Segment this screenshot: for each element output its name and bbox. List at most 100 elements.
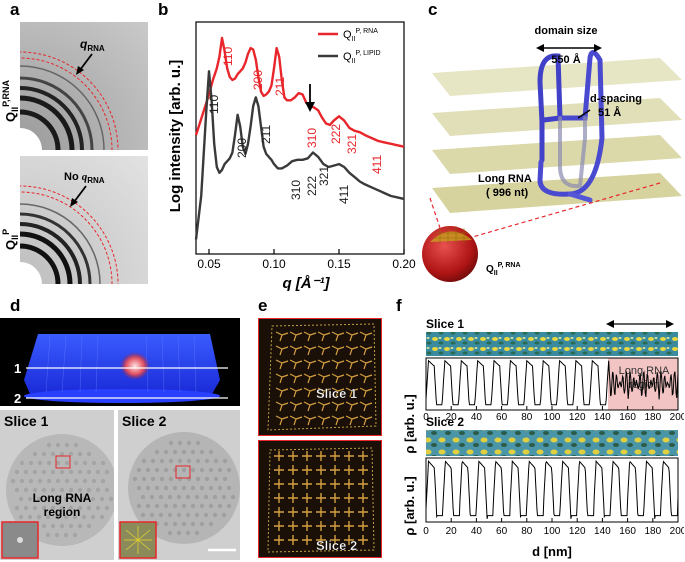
f-xlabel: d [nm]	[532, 544, 572, 559]
lattice-dot	[150, 476, 156, 482]
lattice-dot	[199, 467, 205, 473]
lattice-dot	[36, 496, 42, 502]
lattice-dot	[172, 467, 178, 473]
lattice-strut	[359, 345, 373, 356]
lattice-strut	[358, 507, 368, 517]
lattice-dot	[172, 503, 178, 509]
lattice-dot	[77, 451, 83, 457]
lattice-dot	[132, 476, 138, 482]
lattice-dot	[68, 523, 74, 529]
lattice-dot	[186, 440, 192, 446]
f-slice2-label: Slice 2	[426, 415, 464, 429]
panel-a: QIIP,RNA QIIP qRNA	[0, 22, 150, 292]
domain-size-label: domain size	[535, 25, 598, 37]
f-x-tick-label-0: 0	[423, 526, 429, 537]
x-tick-label-1: 0.10	[262, 257, 286, 271]
lattice-dot	[195, 458, 201, 464]
lattice-dot	[108, 496, 114, 502]
lattice-strut	[345, 345, 359, 356]
f-slice1-texture	[426, 332, 678, 356]
lattice-dot	[46, 442, 52, 448]
lattice-dot	[199, 503, 205, 509]
lattice-dot	[18, 514, 24, 520]
lattice-dot	[136, 485, 142, 491]
lattice-dot	[73, 460, 79, 466]
a-top-qrna: qRNA	[80, 37, 105, 53]
lattice-dot	[100, 460, 106, 466]
d-region-line1: Long RNA	[33, 491, 92, 505]
lattice-strut	[331, 359, 345, 370]
lattice-dot	[221, 494, 227, 500]
lattice-dot	[41, 523, 47, 529]
lattice-strut	[303, 373, 317, 384]
lattice-strut	[344, 465, 354, 475]
lattice-dot	[217, 485, 223, 491]
black-peak-labels: 110 200 211 310 222 321 411	[207, 95, 351, 204]
lattice-dot	[10, 478, 16, 484]
lattice-dot	[163, 467, 169, 473]
e-slice2-label: Slice 2	[316, 538, 357, 553]
lattice-strut	[359, 331, 373, 342]
lattice-dot	[199, 521, 205, 527]
lattice-dot	[208, 521, 214, 527]
lattice-dot	[154, 467, 160, 473]
lattice-dot	[163, 485, 169, 491]
lattice-dot	[59, 505, 65, 511]
lattice-strut	[274, 465, 284, 475]
lattice-dot	[172, 521, 178, 527]
lattice-dot	[45, 496, 51, 502]
lattice-dot	[90, 496, 96, 502]
f-x-tick-label-top-0: 0	[423, 412, 429, 423]
lattice-strut	[303, 387, 317, 398]
f-x-tick-label-top-1: 20	[446, 412, 458, 423]
f-ylabel-2: ρ [arb. u.]	[402, 476, 417, 535]
panel-label-b: b	[158, 0, 169, 19]
series-line-1	[194, 70, 405, 240]
panel-a-ylabels: QIIP,RNA QIIP	[1, 80, 20, 250]
lattice-dot	[136, 503, 142, 509]
lattice-dot	[23, 487, 29, 493]
black-peak-321: 321	[317, 166, 331, 186]
lattice-dot	[55, 442, 61, 448]
black-peak-411: 411	[337, 185, 351, 204]
f-x-tick-label-8: 160	[619, 526, 636, 537]
lattice-dot	[59, 487, 65, 493]
lattice-dot	[72, 532, 78, 538]
lattice-dot	[204, 476, 210, 482]
lattice-dot	[177, 476, 183, 482]
black-peak-222: 222	[305, 176, 319, 196]
lattice-strut	[303, 415, 317, 426]
f-x-tick-label-1: 20	[446, 526, 458, 537]
lattice-dot	[154, 503, 160, 509]
lattice-dot	[140, 512, 146, 518]
lattice-dot	[18, 496, 24, 502]
lattice-dot	[64, 460, 70, 466]
lattice-dot	[190, 449, 196, 455]
lattice-dot	[168, 476, 174, 482]
lattice-strut	[358, 465, 368, 475]
lattice-dot	[50, 523, 56, 529]
f-x-tick-label-top-5: 100	[544, 412, 561, 423]
lattice-dot	[27, 514, 33, 520]
lattice-dot	[213, 458, 219, 464]
lattice-dot	[222, 458, 228, 464]
lattice-strut	[344, 521, 354, 531]
lattice-strut	[275, 359, 289, 370]
a-bottom-ylabel-main: Q	[3, 240, 18, 250]
saxs-image-rna: qRNA	[20, 22, 148, 150]
d-spacing-label: d-spacing	[590, 93, 642, 105]
lattice-dot	[59, 469, 65, 475]
lattice-dot	[50, 469, 56, 475]
lattice-strut	[316, 451, 326, 461]
lattice-strut	[303, 401, 317, 412]
f-x-tick-label-top-3: 60	[496, 412, 508, 423]
lattice-dot	[104, 505, 110, 511]
red-peak-200: 200	[251, 70, 265, 90]
lattice-dot	[226, 503, 232, 509]
lattice-dot	[91, 478, 97, 484]
lattice-dot	[104, 487, 110, 493]
lattice-dot	[172, 485, 178, 491]
f-ylabel-1: ρ [arb. u.]	[402, 394, 417, 453]
rna-label-line2: ( 996 nt)	[486, 187, 529, 199]
lattice-dot	[176, 530, 182, 536]
